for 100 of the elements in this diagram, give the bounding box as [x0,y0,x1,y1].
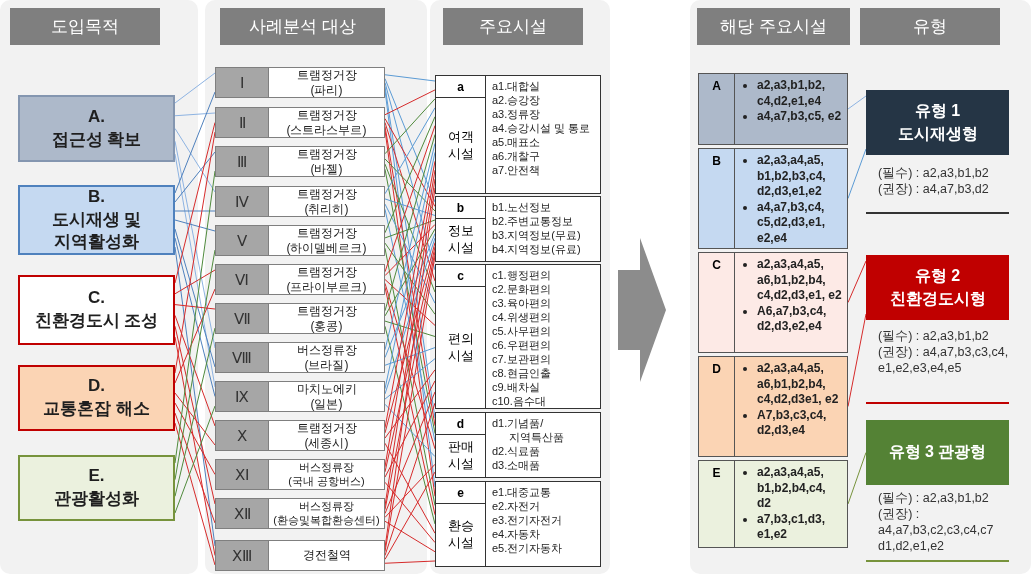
facility-code-list: A6,a7,b3,c4, d2,d3,e2,e4 [757,303,843,335]
connector-line [384,203,436,304]
roman-numeral: Ⅳ [216,187,269,216]
case-name: 트램정거장 (세종시) [295,421,358,450]
connector-line [384,82,436,271]
connector-line [384,116,436,234]
facility-item: e5.전기자동차 [492,541,564,555]
facility-item: d2.식료품 [492,444,542,458]
connector-line [384,78,436,203]
connector-line [174,269,216,295]
roman-numeral: Ⅷ [216,343,269,372]
roman-numeral: Ⅱ [216,108,269,137]
facility-item: b2.주변교통정보 [492,214,575,228]
requirement-note: (권장) : a4,a7,b3,c2,c3,c4,c7 d1,d2,e1,e2 [878,506,995,554]
roman-numeral: Ⅰ [216,68,269,97]
case-row [215,107,385,138]
group-name: 여객 시설 [436,98,486,193]
facility-item: e3.전기자전거 [492,513,564,527]
connector-line [384,560,436,564]
facility-item: a7.안전책 [492,163,542,177]
connector-line [384,442,436,534]
requirement-note: (권장) : a4,a7,b3,d2 [878,181,990,197]
connector-line [384,118,436,207]
type-box: 유형 1 도시재생형 [866,90,1009,155]
roman-numeral: ⅩⅠ [216,460,269,489]
connector-line [174,219,216,232]
facility-item: d3.소매품 [492,458,542,472]
connector-line [384,320,436,337]
connector-line [847,260,867,303]
roman-numeral: Ⅲ [216,147,269,176]
facility-item: c4.위생편의 [492,310,552,324]
facility-row [698,252,848,353]
column-header: 해당 주요시설 [697,8,850,45]
type-box: 유형 3 관광형 [866,420,1009,485]
group-letter: c [436,265,486,287]
connector-line [384,89,436,116]
connector-line [384,233,436,358]
case-row [215,303,385,334]
connector-line [384,98,436,155]
requirement-note: (필수) : a2,a3,b1,b2 [878,328,990,344]
case-name: 트램정거장 (홍콩) [295,304,358,333]
purpose-box: A. 접근성 확보 [18,95,175,162]
connector-line [847,148,867,199]
column-header: 사례분석 대상 [220,8,385,45]
connector-line [384,481,436,543]
connector-line [384,369,436,439]
connector-line [384,325,436,525]
case-row [215,540,385,571]
connector-line [174,304,216,310]
requirement-note: (필수) : a2,a3,b1,b2 [878,490,990,506]
requirement-note: (권장) : a4,a7,b3,c3,c4, e1,e2,e3,e4,e5 [878,344,1010,376]
case-row [215,381,385,412]
group-name: 편의 시설 [436,287,486,408]
connector-line [384,380,436,478]
case-name: 버스정류장 (환승및복합환승센터) [272,499,381,528]
roman-numeral: Ⅴ [216,226,269,255]
column-header: 유형 [860,8,1000,45]
facility-code-list: a4,a7,b3,c4, c5,d2,d3,e1, e2,e4 [757,199,843,246]
group-letter: a [436,76,486,98]
case-row [215,225,385,256]
connector-line [384,228,436,317]
connector-line [384,134,436,312]
row-letter: A [699,74,735,144]
connector-line [384,403,436,458]
case-name: 트램정거장 (스트라스부르) [285,108,368,137]
group-name: 판매 시설 [436,435,486,477]
facility-item: c10.음수대 [492,394,547,408]
connector-line [384,282,436,450]
facility-item: c7.보관편의 [492,352,552,366]
case-row [215,264,385,295]
facility-item: b1.노선정보 [492,200,553,214]
connector-line [384,237,436,395]
connector-line [384,163,436,293]
connector-line [384,471,436,560]
facility-item: c3.육아편의 [492,296,552,310]
group-letter: b [436,197,486,219]
connector-line [384,463,436,518]
connector-line [174,392,216,446]
connector-line [174,151,216,203]
column-header: 주요시설 [443,8,583,45]
case-row [215,420,385,451]
group-letter: d [436,413,486,435]
connector-line [174,210,216,212]
connector-line [384,224,436,277]
facility-item: c2.문화편의 [492,282,552,296]
facility-group [435,264,601,409]
purpose-box: C. 친환경도시 조성 [18,275,175,345]
facility-group [435,75,601,194]
connector-line [384,520,436,553]
facility-item: a3.정류장 [492,107,542,121]
case-row [215,186,385,217]
facility-item: c1.행정편의 [492,268,552,282]
facility-group [435,481,601,567]
case-name: 마치노에키 (일본) [295,382,358,411]
facility-code-list: a2,a3,a4,a5, a6,b1,b2,b4, c4,d2,d3e1, e2 [757,361,843,408]
connector-line [384,242,436,434]
purpose-box: B. 도시재생 및 지역활성화 [18,185,175,255]
connector-line [174,128,216,193]
connector-line [384,391,436,514]
facility-item: c9.배차실 [492,380,541,394]
